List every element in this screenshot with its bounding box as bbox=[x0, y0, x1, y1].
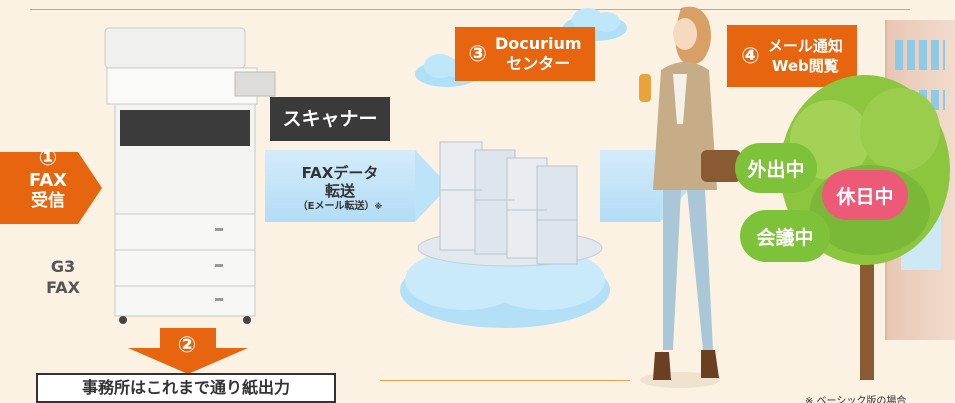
notify-arrow bbox=[600, 150, 660, 222]
scanner-label: スキャナー bbox=[270, 97, 390, 141]
step3-line2: センター bbox=[506, 54, 571, 73]
status-bubble-holiday: 休日中 bbox=[822, 170, 908, 220]
transfer-line2: 転送 bbox=[324, 182, 355, 200]
step4-label: ④ メール通知 Web閲覧 bbox=[727, 25, 857, 87]
fax-type-line1: G3 bbox=[50, 257, 76, 276]
fax-machine-illustration bbox=[104, 27, 276, 324]
step4-line2: Web閲覧 bbox=[771, 57, 839, 75]
office-output-label: 事務所はこれまで通り紙出力 bbox=[36, 373, 336, 403]
transfer-line1: FAXデータ bbox=[301, 164, 379, 182]
step3-number: ③ bbox=[468, 41, 488, 67]
transfer-mark: ※ bbox=[374, 202, 383, 211]
fax-type-label: G3 FAX bbox=[33, 256, 93, 298]
step1-line1: FAX bbox=[28, 170, 68, 191]
bottom-rule bbox=[380, 380, 630, 381]
transfer-label: FAXデータ 転送 （Eメール転送）※ bbox=[270, 164, 410, 214]
step2-arrow-stem bbox=[160, 328, 216, 350]
status-bubble-meeting: 会議中 bbox=[740, 210, 830, 262]
fax-incoming-arrow bbox=[0, 152, 78, 224]
step4-line1: メール通知 bbox=[767, 37, 843, 55]
step4-number: ④ bbox=[741, 43, 760, 69]
step2-arrowhead bbox=[128, 348, 248, 374]
top-rule bbox=[30, 9, 910, 10]
fax-type-line2: FAX bbox=[46, 278, 80, 297]
docurium-center-illustration bbox=[400, 141, 610, 328]
step2-number: ② bbox=[177, 333, 197, 358]
step1-label: ① FAX 受信 bbox=[8, 140, 88, 211]
footnote: ※ ベーシック版の場合 bbox=[805, 396, 907, 403]
fax-incoming-arrowhead bbox=[78, 152, 102, 224]
status-bubble-out: 外出中 bbox=[735, 143, 817, 193]
step1-line2: 受信 bbox=[31, 191, 65, 211]
businesswoman-illustration bbox=[639, 6, 741, 388]
step3-line1: Docurium bbox=[495, 34, 582, 53]
transfer-line3: （Eメール転送） bbox=[297, 201, 375, 212]
transfer-arrow bbox=[265, 150, 415, 222]
step1-number: ① bbox=[38, 146, 58, 171]
step3-label: ③ Docurium センター bbox=[455, 27, 595, 81]
